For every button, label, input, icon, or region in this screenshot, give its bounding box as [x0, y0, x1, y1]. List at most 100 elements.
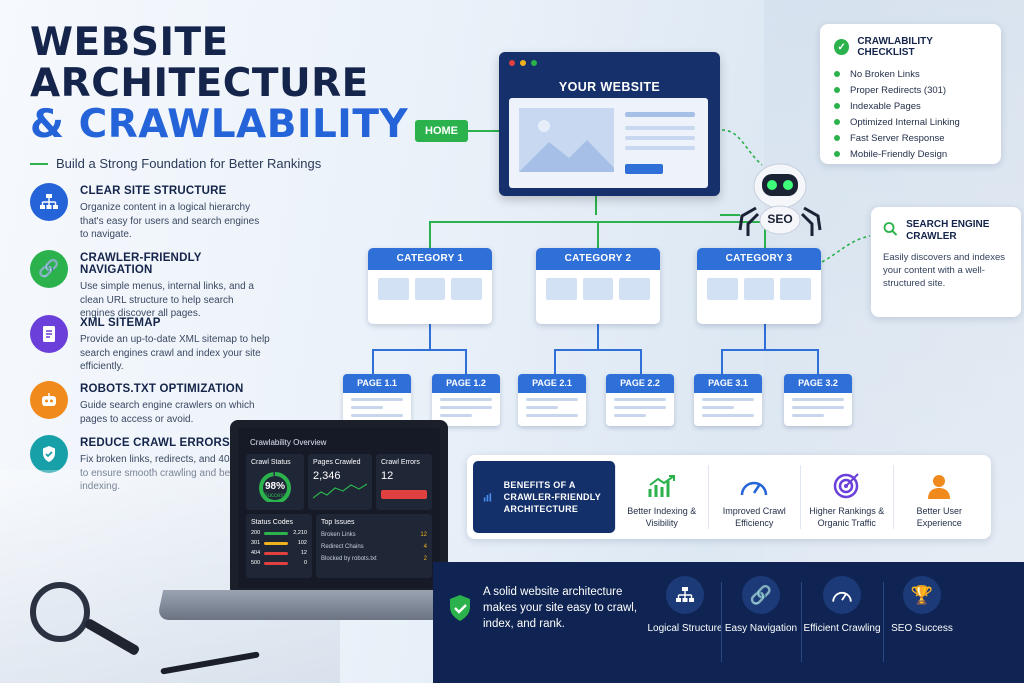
benefit-label: Improved Crawl Efficiency	[722, 506, 786, 528]
status-bar	[264, 561, 288, 565]
footer-label: Easy Navigation	[724, 623, 798, 634]
page-label: PAGE 3.1	[694, 374, 762, 393]
shield-check-icon	[447, 594, 473, 622]
feature-title: CRAWLER-FRIENDLY NAVIGATION	[80, 252, 202, 276]
crawl-gauge	[259, 472, 291, 502]
issue-row: Blocked by robots.txt 2	[321, 556, 427, 562]
footer-item: 🔗 Easy Navigation	[721, 576, 801, 635]
feature-text: Use simple menus, internal links, and a …	[80, 281, 254, 319]
pages-crawled-card: Pages Crawled 2,346	[308, 454, 372, 510]
status-count: 12	[300, 550, 307, 556]
status-bar	[264, 531, 288, 535]
page-node: PAGE 3.1	[694, 374, 762, 426]
checklist-item: Proper Redirects (301)	[834, 82, 987, 98]
footer-item: Logical Structure	[645, 576, 725, 635]
page-title: WEBSITE ARCHITECTURE & CRAWLABILITY	[30, 22, 408, 145]
category-node: CATEGORY 1	[368, 248, 492, 324]
chart-up-icon	[648, 475, 676, 499]
website-label: YOUR WEBSITE	[558, 80, 661, 94]
crawler-card: SEARCH ENGINE CRAWLER Easily discovers a…	[871, 207, 1021, 317]
status-code: 500	[251, 560, 261, 566]
status-code-row: 500 0	[251, 560, 307, 566]
page-node: PAGE 3.2	[784, 374, 852, 426]
status-code: 301	[251, 540, 261, 546]
robot-icon	[30, 381, 68, 419]
checklist-item: Fast Server Response	[834, 130, 987, 146]
crawl-status-card: Crawl Status 98% Success	[246, 454, 304, 510]
category-label: CATEGORY 2	[536, 248, 660, 270]
check-icon: ✓	[834, 39, 850, 55]
home-node: HOME	[415, 120, 468, 142]
issue-count: 2	[423, 556, 427, 562]
status-count: 2,210	[293, 530, 307, 536]
feature-item: CLEAR SITE STRUCTURE Organize content in …	[30, 183, 270, 242]
feature-text: Organize content in a logical hierarchy …	[80, 202, 260, 240]
magnifier-icon	[30, 582, 90, 642]
target-icon	[833, 471, 861, 499]
crawl-percent: 98%	[264, 481, 285, 492]
status-code-row: 404 12	[251, 550, 307, 556]
trophy-icon: 🏆	[903, 576, 941, 614]
benefit-label: Better User Experience	[916, 506, 962, 528]
crawl-sub: Success	[263, 493, 287, 499]
document-icon	[30, 315, 68, 353]
benefit-item: Improved Crawl Efficiency	[707, 465, 801, 529]
laptop-base	[156, 590, 464, 620]
feature-item: 🔗 CRAWLER-FRIENDLY NAVIGATION Use simple …	[30, 250, 270, 321]
page-node: PAGE 1.2	[432, 374, 500, 426]
title-line-2: ARCHITECTURE	[30, 61, 369, 106]
issue-label: Broken Links	[321, 532, 356, 538]
subtitle: Build a Strong Foundation for Better Ran…	[30, 156, 321, 171]
benefits-title: BENEFITS OF A CRAWLER-FRIENDLY ARCHITECT…	[503, 480, 601, 514]
pages-crawled-value: 2,346	[313, 470, 341, 482]
speedometer-icon	[823, 576, 861, 614]
speedometer-icon	[739, 473, 769, 499]
category-label: CATEGORY 1	[368, 248, 492, 270]
checklist-item: Mobile-Friendly Design	[834, 146, 987, 162]
page-node: PAGE 2.2	[606, 374, 674, 426]
page-node: PAGE 1.1	[343, 374, 411, 426]
benefit-item: Better Indexing & Visibility	[615, 465, 708, 529]
view-errors-button[interactable]	[381, 490, 427, 499]
benefits-panel: BENEFITS OF A CRAWLER-FRIENDLY ARCHITECT…	[467, 455, 991, 539]
crawl-dashboard: Crawlability Overview Crawl Status 98% S…	[238, 428, 440, 588]
crawl-errors-value: 12	[381, 470, 394, 482]
benefit-label: Higher Rankings & Organic Traffic	[809, 506, 885, 528]
link-icon: 🔗	[742, 576, 780, 614]
sitemap-icon	[30, 183, 68, 221]
status-code: 200	[251, 530, 261, 536]
top-issues-label: Top Issues	[321, 519, 355, 526]
bar-chart-icon	[483, 493, 492, 502]
benefit-item: Better User Experience	[892, 465, 986, 529]
footer-item: Efficient Crawling	[802, 576, 882, 635]
status-count: 0	[303, 560, 307, 566]
feature-title: ROBOTS.TXT OPTIMIZATION	[80, 383, 244, 395]
pages-crawled-label: Pages Crawled	[313, 459, 361, 466]
feature-text: Provide an up-to-date XML sitemap to hel…	[80, 334, 270, 372]
link-icon: 🔗	[30, 250, 68, 288]
crawl-status-label: Crawl Status	[251, 459, 291, 466]
issue-label: Blocked by robots.txt	[321, 556, 377, 562]
issue-label: Redirect Chains	[321, 544, 364, 550]
checklist-item: Optimized Internal Linking	[834, 114, 987, 130]
laptop: Crawlability Overview Crawl Status 98% S…	[230, 420, 448, 596]
page-label: PAGE 3.2	[784, 374, 852, 393]
benefit-item: Higher Rankings & Organic Traffic	[800, 465, 893, 529]
status-codes-label: Status Codes	[251, 519, 294, 526]
website-window: YOUR WEBSITE	[499, 52, 720, 196]
feature-title: CLEAR SITE STRUCTURE	[80, 185, 227, 197]
feature-text: Guide search engine crawlers on which pa…	[80, 400, 255, 425]
shield-check-icon	[30, 435, 68, 473]
footer-item: 🏆SEO Success	[882, 576, 962, 635]
crawler-title: SEARCH ENGINE CRAWLER	[906, 219, 990, 242]
feature-title: REDUCE CRAWL ERRORS	[80, 437, 230, 449]
subtitle-text: Build a Strong Foundation for Better Ran…	[56, 156, 322, 171]
status-code: 404	[251, 550, 261, 556]
feature-item: ROBOTS.TXT OPTIMIZATION Guide search engi…	[30, 381, 270, 426]
crawlability-checklist: ✓CRAWLABILITY CHECKLIST No Broken Links …	[820, 24, 1001, 164]
